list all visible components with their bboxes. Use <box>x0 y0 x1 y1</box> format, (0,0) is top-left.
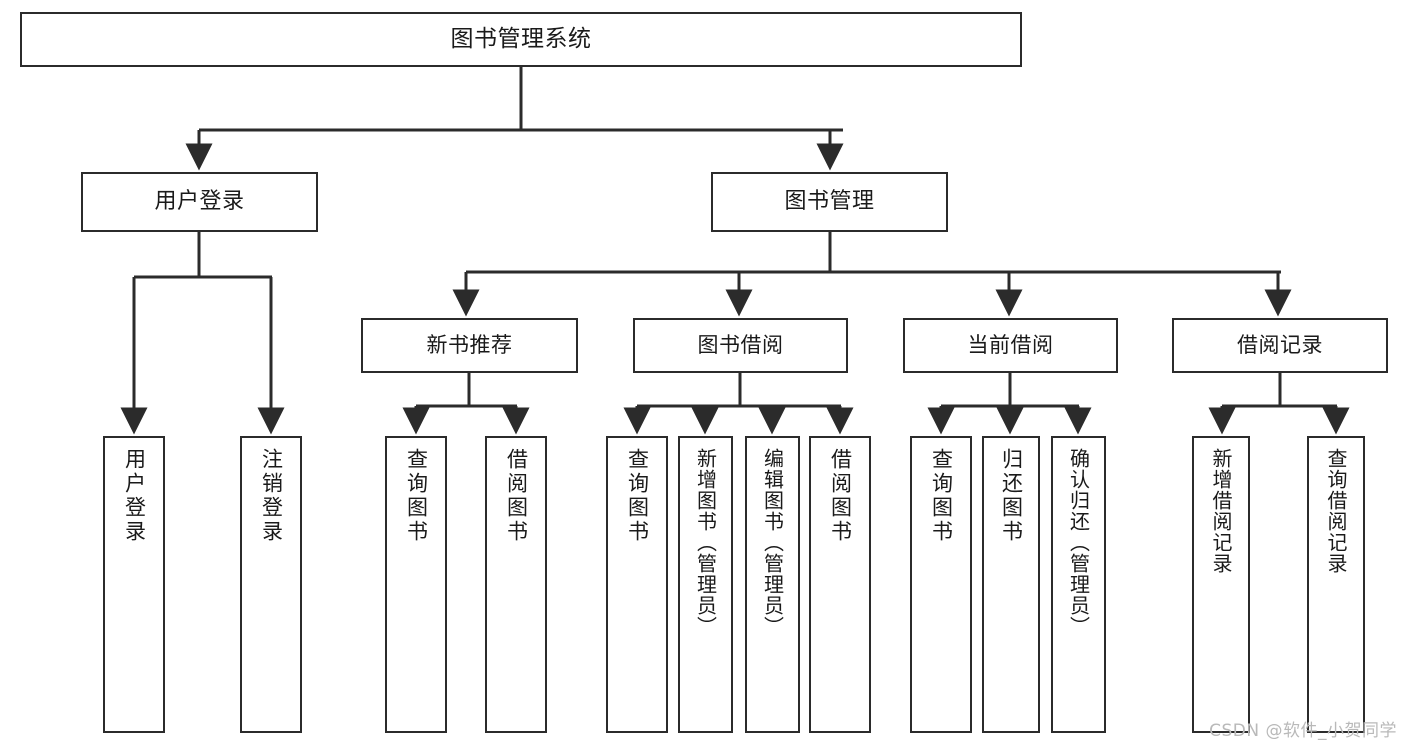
node-leaf-borrow-book-1[interactable]: 借阅图书 <box>485 436 547 733</box>
node-label: 图书管理 <box>784 189 875 215</box>
node-label: 编辑图书（管理员） <box>760 448 785 637</box>
node-leaf-query-book-2[interactable]: 查询图书 <box>606 436 668 733</box>
node-label: 当前借阅 <box>967 333 1054 358</box>
node-leaf-logout-login[interactable]: 注销登录 <box>240 436 302 733</box>
node-new-book-recommend[interactable]: 新书推荐 <box>361 318 578 373</box>
node-label: 图书借阅 <box>697 333 784 358</box>
node-leaf-query-record[interactable]: 查询借阅记录 <box>1307 436 1365 733</box>
node-leaf-add-record[interactable]: 新增借阅记录 <box>1192 436 1250 733</box>
node-current-borrow[interactable]: 当前借阅 <box>903 318 1118 373</box>
node-label: 查询图书 <box>625 448 650 544</box>
node-label: 新增图书（管理员） <box>693 448 718 637</box>
node-label: 注销登录 <box>259 448 284 544</box>
node-leaf-borrow-book-2[interactable]: 借阅图书 <box>809 436 871 733</box>
node-book-borrow[interactable]: 图书借阅 <box>633 318 848 373</box>
node-leaf-add-book[interactable]: 新增图书（管理员） <box>678 436 733 733</box>
node-root-book-management-system[interactable]: 图书管理系统 <box>20 12 1022 67</box>
node-label: 查询图书 <box>929 448 954 544</box>
node-label: 借阅图书 <box>504 448 529 544</box>
node-label: 借阅记录 <box>1237 333 1323 358</box>
node-label: 查询图书 <box>404 448 429 544</box>
node-label: 新书推荐 <box>426 333 513 358</box>
watermark: CSDN @软件_小贺同学 <box>1209 721 1397 741</box>
node-label: 借阅图书 <box>828 448 853 544</box>
node-leaf-return-book[interactable]: 归还图书 <box>982 436 1040 733</box>
node-leaf-query-book-1[interactable]: 查询图书 <box>385 436 447 733</box>
node-label: 用户登录 <box>154 189 245 215</box>
node-label: 图书管理系统 <box>450 25 592 52</box>
node-borrow-record[interactable]: 借阅记录 <box>1172 318 1388 373</box>
node-leaf-edit-book[interactable]: 编辑图书（管理员） <box>745 436 800 733</box>
node-leaf-confirm-return[interactable]: 确认归还（管理员） <box>1051 436 1106 733</box>
node-label: 新增借阅记录 <box>1209 448 1233 574</box>
node-label: 确认归还（管理员） <box>1066 448 1091 637</box>
node-label: 归还图书 <box>999 448 1024 544</box>
node-leaf-query-book-3[interactable]: 查询图书 <box>910 436 972 733</box>
node-label: 用户登录 <box>122 448 147 544</box>
node-user-login[interactable]: 用户登录 <box>81 172 318 232</box>
node-leaf-user-login[interactable]: 用户登录 <box>103 436 165 733</box>
node-label: 查询借阅记录 <box>1324 448 1348 574</box>
node-book-management[interactable]: 图书管理 <box>711 172 948 232</box>
